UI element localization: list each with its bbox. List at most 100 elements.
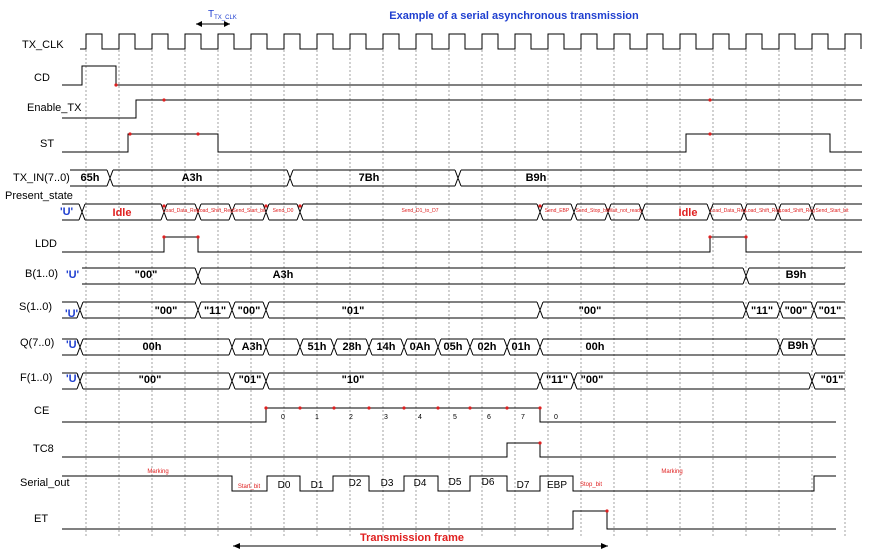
event-dot — [162, 98, 166, 102]
bus-waveforms — [62, 169, 862, 390]
q-values: 00h A3h 51h 28h 14h 0Ah 05h 02h 01h 00h … — [143, 340, 809, 353]
label-st: ST — [40, 138, 54, 150]
s-value: "00" — [155, 305, 178, 317]
svg-text:TTX_CLK: TTX_CLK — [208, 9, 237, 21]
event-dot — [264, 204, 268, 208]
s-value: "00" — [785, 305, 808, 317]
ce-count: 6 — [487, 414, 491, 421]
event-dot — [538, 204, 542, 208]
label-enable-tx: Enable_TX — [27, 102, 82, 114]
serial-out-value: D5 — [449, 477, 462, 488]
present-state-bus — [62, 203, 862, 221]
label-b: B(1..0) — [25, 268, 58, 280]
event-dot — [436, 406, 440, 410]
marker-u-b: 'U' — [66, 269, 80, 281]
event-dot — [708, 98, 712, 102]
tx-in-bus — [70, 169, 862, 187]
b-value: B9h — [786, 269, 807, 281]
ce-count: 0 — [554, 414, 558, 421]
event-dot — [468, 406, 472, 410]
ce-count: 1 — [315, 414, 319, 421]
q-bus — [62, 338, 845, 356]
ce-count: 2 — [349, 414, 353, 421]
state-value: Load_Shift_Reg — [779, 208, 815, 214]
s-value: "11" — [751, 305, 773, 317]
q-value: 00h — [143, 341, 162, 353]
f-value: "01" — [821, 374, 844, 386]
state-value: Load_Data_Reg — [163, 208, 200, 214]
event-dot — [196, 132, 200, 136]
cd-waveform — [62, 65, 862, 86]
event-dot — [605, 509, 609, 513]
transmission-frame-label: Transmission frame — [360, 532, 464, 544]
serial-out-value: D3 — [381, 478, 394, 489]
ce-count: 5 — [453, 414, 457, 421]
event-dot — [538, 441, 542, 445]
ce-count: 4 — [418, 414, 422, 421]
serial-out-value: EBP — [547, 480, 567, 491]
state-value: Load_Shift_Reg — [197, 208, 233, 214]
event-dot — [708, 132, 712, 136]
q-value: 51h — [308, 341, 327, 353]
st-waveform — [62, 133, 862, 153]
event-dot — [162, 204, 166, 208]
tx-in-value: 65h — [81, 172, 100, 184]
b-bus — [82, 267, 845, 285]
state-value: Send_Stop_bit — [576, 208, 609, 214]
marker-u-q: 'U' — [66, 339, 80, 351]
event-dot — [162, 235, 166, 239]
enable-tx-waveform — [62, 99, 862, 119]
f-value: "00" — [139, 374, 162, 386]
ce-counts: 0 1 2 3 4 5 6 7 0 — [281, 414, 558, 421]
event-dot — [744, 235, 748, 239]
et-waveform — [62, 510, 836, 530]
f-values: "00" "01" "10" "11" "00" "01" — [139, 374, 844, 386]
serial-out-value: Stop_bit — [580, 482, 602, 488]
marker-u-state: 'U' — [60, 206, 74, 218]
state-value: Send_D0 — [273, 208, 294, 214]
present-state-values: Idle Load_Data_Reg Load_Shift_Reg Send_S… — [113, 207, 850, 219]
ce-count: 3 — [384, 414, 388, 421]
tx-in-values: 65h A3h 7Bh B9h — [81, 172, 547, 184]
serial-out-value: D6 — [482, 477, 495, 488]
state-value: Wait_not_ready — [608, 208, 643, 214]
signal-labels: TX_CLK CD Enable_TX ST TX_IN(7..0) Prese… — [5, 39, 82, 525]
event-dot — [264, 406, 268, 410]
serial-out-value: D0 — [278, 480, 291, 491]
state-value: Idle — [113, 207, 132, 219]
q-value: A3h — [242, 341, 263, 353]
label-ldd: LDD — [35, 238, 57, 250]
s-value: "01" — [342, 305, 365, 317]
marker-u-s: 'U' — [65, 308, 79, 320]
label-s: S(1..0) — [19, 301, 52, 313]
b-value: A3h — [273, 269, 294, 281]
f-value: "10" — [342, 374, 365, 386]
q-value: 00h — [586, 341, 605, 353]
tx-clk-waveform — [80, 33, 862, 50]
event-dot — [332, 406, 336, 410]
f-value: "11" — [546, 374, 568, 386]
event-dot — [298, 406, 302, 410]
transmission-frame-arrow: Transmission frame — [233, 532, 608, 549]
serial-out-values: Marking Start_bit D0 D1 D2 D3 D4 D5 D6 D… — [147, 469, 682, 491]
s-values: "00" "11" "00" "01" "00" "11" "00" "01" — [155, 305, 842, 317]
f-bus — [62, 372, 845, 390]
period-annotation: TTX_CLK — [196, 9, 237, 27]
q-value: 0Ah — [410, 341, 431, 353]
serial-out-value: Marking — [661, 469, 682, 475]
tc8-waveform — [62, 442, 836, 458]
label-f: F(1..0) — [20, 372, 52, 384]
b-values: "00" A3h B9h — [135, 269, 807, 281]
serial-out-value: Start_bit — [238, 484, 261, 490]
diagram-title: Example of a serial asynchronous transmi… — [389, 10, 639, 22]
marker-u-f: 'U' — [66, 373, 80, 385]
event-dot — [367, 406, 371, 410]
event-dot — [538, 406, 542, 410]
q-value: 01h — [512, 341, 531, 353]
event-markers — [114, 83, 748, 513]
event-dot — [196, 235, 200, 239]
clock-edge-gridlines — [85, 50, 846, 536]
label-serial-out: Serial_out — [20, 477, 70, 489]
q-value: 02h — [478, 341, 497, 353]
